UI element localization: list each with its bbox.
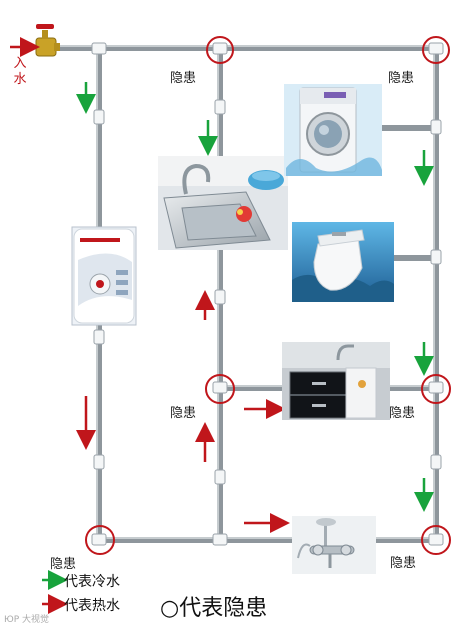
hot-water-arrows xyxy=(42,290,290,614)
inlet-label: 入 水 xyxy=(12,56,28,88)
washing-machine-icon xyxy=(284,84,382,176)
hazard-label-middle-left: 隐患 xyxy=(170,406,197,421)
hazard-label-top-middle: 隐患 xyxy=(170,71,197,86)
inlet-label-char-2: 水 xyxy=(13,72,27,87)
hazard-label-bottom-left: 隐患 xyxy=(50,557,77,572)
legend-cold-water: 代表冷水 xyxy=(64,574,120,590)
inlet-label-char-1: 入 xyxy=(13,56,27,71)
shower-icon xyxy=(292,516,376,574)
hazard-circle-top-middle xyxy=(206,36,234,64)
cabinet-icon xyxy=(282,342,390,420)
hazard-circle-top-right xyxy=(422,36,450,64)
cold-water-arrows xyxy=(42,82,434,590)
hazard-circle-bottom-left xyxy=(85,525,115,555)
sink-icon xyxy=(158,156,288,250)
hazard-circle-middle-right xyxy=(421,374,451,404)
watermark: ЮР 大视觉 xyxy=(4,615,50,625)
legend-hot-water: 代表热水 xyxy=(64,598,120,614)
pipe-fittings xyxy=(91,42,444,546)
hazard-label-top-right: 隐患 xyxy=(388,71,415,86)
hazard-circles xyxy=(85,36,451,555)
hazard-circle-bottom-right xyxy=(421,525,451,555)
water-heater-icon xyxy=(71,226,137,326)
hazard-label-middle-right: 隐患 xyxy=(389,406,416,421)
legend-hazard: ○代表隐患 xyxy=(160,596,268,621)
hazard-circle-middle-left xyxy=(205,374,235,404)
toilet-icon xyxy=(292,222,394,302)
inlet-tap-icon xyxy=(35,24,60,57)
hazard-label-bottom-right: 隐患 xyxy=(390,556,417,571)
